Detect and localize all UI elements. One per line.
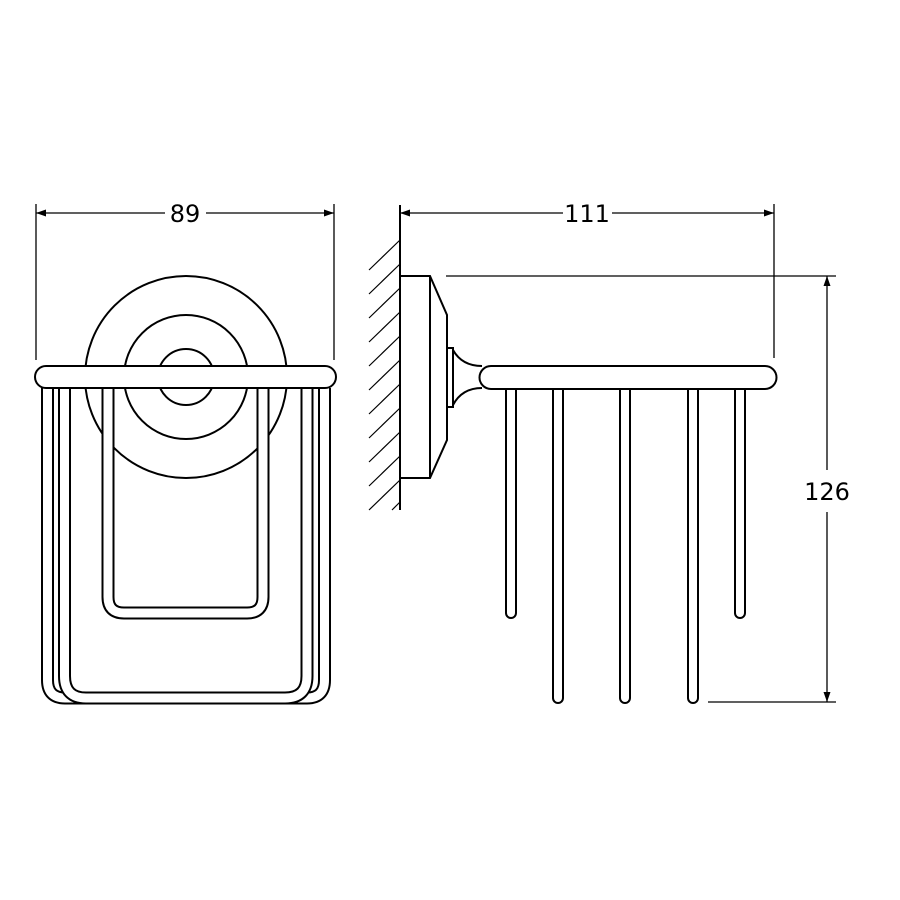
side-prongs xyxy=(505,383,746,704)
inner-wire-loop xyxy=(101,388,270,620)
wall-plate xyxy=(400,275,483,479)
side-view xyxy=(368,205,778,704)
front-view xyxy=(34,275,337,705)
wall-hatching xyxy=(368,205,401,511)
outer-wire-loop-1 xyxy=(41,388,331,705)
height-dimension-label: 126 xyxy=(804,478,850,506)
depth-dimension xyxy=(400,204,775,358)
width-dimension xyxy=(35,204,335,360)
height-dimension xyxy=(446,275,836,703)
outer-wire-loop-2 xyxy=(58,388,314,705)
side-top-bar xyxy=(478,365,778,390)
depth-dimension-label: 111 xyxy=(564,200,610,228)
width-dimension-label: 89 xyxy=(170,200,201,228)
front-top-bar xyxy=(34,365,337,389)
